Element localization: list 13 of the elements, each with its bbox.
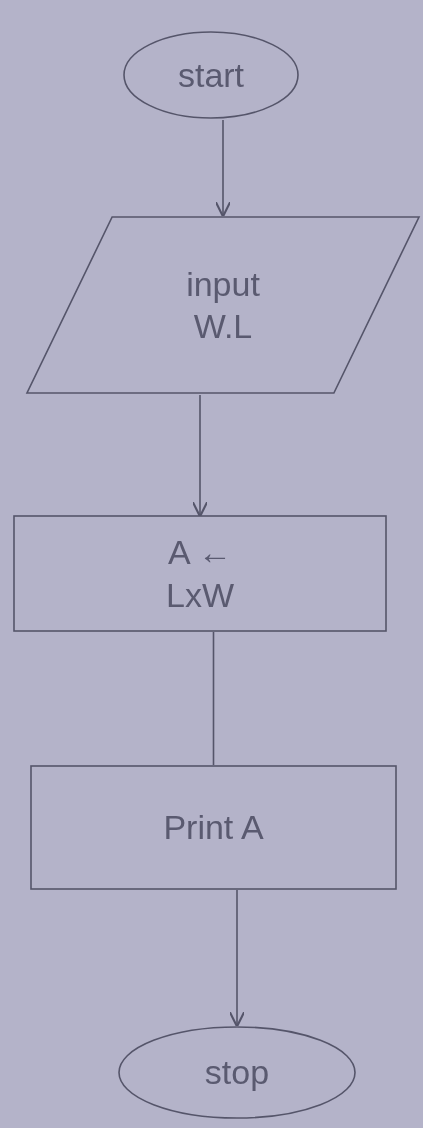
- arrow: [214, 119, 232, 218]
- node-text: start: [177, 54, 245, 96]
- input-parallelogram: [25, 215, 421, 395]
- node-text: Print A: [163, 807, 264, 849]
- terminal-oval: [122, 30, 300, 120]
- node-text: stop: [204, 1052, 270, 1094]
- process-box: [30, 765, 397, 890]
- terminal-oval: [117, 1025, 357, 1120]
- arrow: [191, 394, 209, 518]
- node-text: input W.L: [185, 263, 261, 347]
- arrow: [228, 889, 246, 1028]
- process-box: [13, 515, 387, 632]
- node-text: A ← LxW: [165, 532, 235, 616]
